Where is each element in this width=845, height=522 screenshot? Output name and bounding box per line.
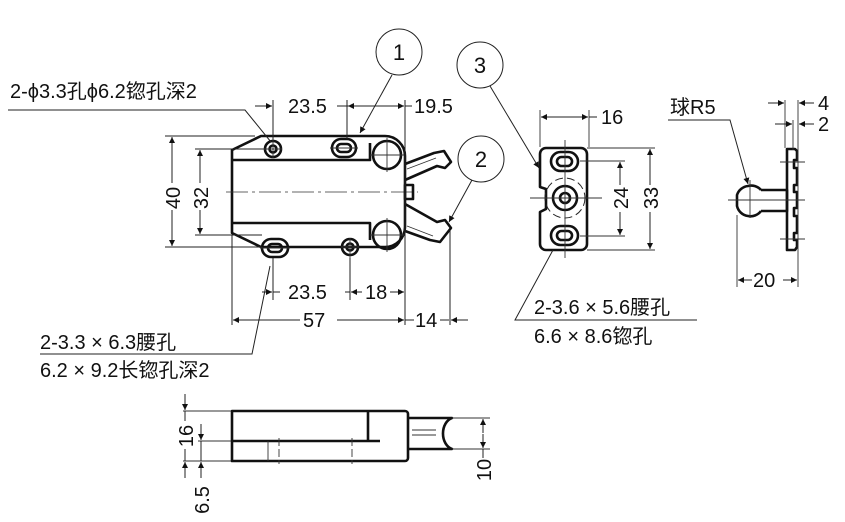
svg-text:3: 3 <box>474 53 486 78</box>
note-ball-radius: 球R5 <box>670 96 716 119</box>
svg-text:1: 1 <box>393 40 405 65</box>
mount-hole-round-top <box>263 139 283 159</box>
dim-extension-14: 14 <box>415 310 437 332</box>
latch-arm-top <box>404 149 453 182</box>
body-inner-top-step <box>232 143 372 162</box>
note-round-holes: 2-ϕ3.3孔ϕ6.2锪孔深2 <box>10 80 197 103</box>
strike-slot-top <box>549 150 580 173</box>
dim-bottom-18: 18 <box>365 282 387 304</box>
dim-top-23-5: 23.5 <box>288 96 327 118</box>
strike-slot-bottom <box>549 224 580 247</box>
body-inner-bottom-step <box>232 221 372 240</box>
mount-slot-top <box>330 137 358 159</box>
ball-plate <box>785 147 799 252</box>
bottom-latch-extension <box>408 416 454 451</box>
dim-projection-20: 20 <box>753 270 775 292</box>
latch-arm-bottom <box>404 202 453 244</box>
note-slot-holes-line2: 6.2 × 9.2长锪孔深2 <box>40 359 210 382</box>
dim-plate-4: 4 <box>818 93 829 115</box>
balloon-3: 3 <box>456 41 540 169</box>
latch-body-outline <box>230 134 407 249</box>
note-strike-slot-line1: 2-3.6 × 5.6腰孔 <box>534 296 670 319</box>
dim-bottom-10: 10 <box>474 459 496 481</box>
strike-plate-view: 16 24 33 2-3.6 × 5.6腰孔 6.6 × 8.6锪孔 3 <box>456 41 697 348</box>
dim-top-19-5: 19.5 <box>414 96 453 118</box>
dim-bottom-23-5: 23.5 <box>288 282 327 304</box>
ball-stem <box>761 188 789 213</box>
bottom-view: 16 6.5 10 <box>176 394 496 514</box>
mount-slot-bottom <box>260 237 290 259</box>
leader-strike-note <box>514 249 697 321</box>
dim-overall-57: 57 <box>303 310 325 332</box>
note-slot-holes-line1: 2-3.3 × 6.3腰孔 <box>40 331 176 354</box>
roller-bottom <box>370 218 404 252</box>
leader-bottom-note <box>40 265 271 355</box>
dim-bottom-6-5: 6.5 <box>192 486 214 514</box>
roller-top <box>370 138 404 172</box>
dim-height-32: 32 <box>191 187 213 209</box>
note-strike-slot-line2: 6.6 × 8.6锪孔 <box>534 325 652 348</box>
leader-ball-note <box>668 119 750 185</box>
strike-plate-outline <box>538 146 589 252</box>
dim-bottom-16: 16 <box>176 425 198 447</box>
mount-hole-round-bottom <box>340 237 360 258</box>
ball-head <box>735 184 763 218</box>
balloon-2: 2 <box>448 135 505 223</box>
bottom-body-outline <box>230 409 410 463</box>
dim-strike-pitch-24: 24 <box>611 187 633 209</box>
dim-strike-height-33: 33 <box>641 187 663 209</box>
dim-height-40: 40 <box>163 187 185 209</box>
front-view: 40 32 23.5 19.5 23.5 18 57 14 2-ϕ3.3孔ϕ6.… <box>8 28 505 382</box>
balloon-1: 1 <box>359 28 423 134</box>
ball-side-view: 4 2 20 球R5 <box>668 93 829 292</box>
dim-strike-width-16: 16 <box>601 107 623 129</box>
svg-text:2: 2 <box>475 147 487 172</box>
dim-plate-2: 2 <box>818 114 829 136</box>
leader-top-note <box>8 109 272 143</box>
